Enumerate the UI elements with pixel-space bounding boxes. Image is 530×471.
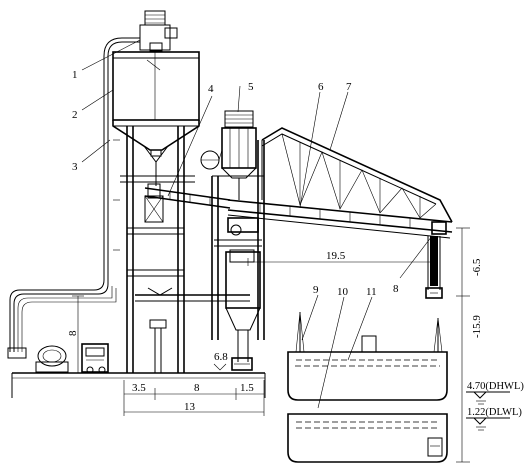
dimension-depth-top-label: -6.5	[471, 258, 483, 276]
dimension-reach: 19.5	[247, 250, 433, 266]
callout-3: 3	[72, 161, 78, 173]
dimension-depth: -6.5 -15.9	[456, 227, 483, 463]
inclined-conveyor	[144, 183, 231, 209]
dimension-span-b-label: 8	[194, 382, 200, 394]
loading-spout	[425, 236, 443, 299]
support-tower	[113, 126, 250, 373]
callout-7: 7	[346, 81, 352, 93]
fill-pipe	[7, 37, 140, 359]
quay-ground	[11, 372, 266, 398]
dimension-reach-label: 19.5	[326, 250, 346, 262]
dimension-height-left: 8	[67, 295, 84, 374]
dimension-span-c-label: 1.5	[240, 382, 254, 394]
dust-collector	[200, 110, 257, 200]
water-level-low-label: 1.22(DLWL)	[467, 407, 522, 418]
dimension-base: 3.5 8 1.5 13	[123, 380, 265, 416]
loader-boom	[227, 127, 453, 239]
callout-4: 4	[208, 83, 214, 95]
dimension-height-left-label: 8	[67, 330, 79, 336]
water-level-high: 4.70(DHWL)	[466, 381, 524, 405]
water-level-high-label: 4.70(DHWL)	[467, 381, 524, 392]
ground-level-mark: 6.8	[213, 351, 228, 371]
callout-leaders	[81, 39, 433, 409]
callout-10: 10	[337, 286, 349, 298]
ship-hull-high-water	[287, 311, 448, 401]
truck-1	[35, 345, 69, 373]
callout-8: 8	[393, 283, 399, 295]
callout-1: 1	[72, 69, 78, 81]
callout-9: 9	[313, 284, 319, 296]
callout-11: 11	[366, 286, 377, 298]
dimension-span-a-label: 3.5	[132, 382, 146, 394]
central-chute	[225, 251, 261, 371]
truck-2	[81, 343, 109, 374]
silo	[112, 10, 200, 186]
water-level-low: 1.22(DLWL)	[466, 407, 522, 431]
ship-hull-low-water	[287, 413, 448, 463]
callout-6: 6	[318, 81, 324, 93]
dimension-base-width-label: 13	[184, 401, 196, 413]
loader-gantry	[211, 140, 265, 340]
dimension-depth-bottom-label: -15.9	[471, 315, 483, 338]
callout-numbers: 1 2 3 4 5 6 7 8 9 10 11	[72, 69, 399, 298]
callout-5: 5	[248, 81, 254, 93]
ground-level-label: 6.8	[214, 351, 228, 363]
callout-2: 2	[72, 109, 78, 121]
